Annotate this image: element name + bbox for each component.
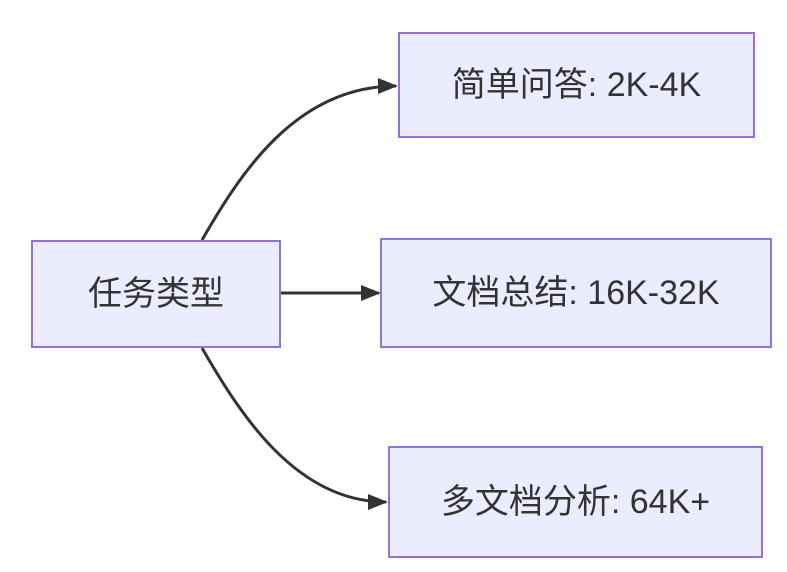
- node-doc-summary: 文档总结: 16K-32K: [380, 238, 772, 348]
- node-simple-qa-label: 简单问答: 2K-4K: [451, 65, 702, 104]
- node-task-type: 任务类型: [31, 240, 281, 348]
- edge-task-type-to-multi-doc: [200, 347, 388, 510]
- node-simple-qa: 简单问答: 2K-4K: [398, 32, 755, 138]
- edge-task-type-to-simple-qa: [200, 78, 398, 241]
- node-task-type-label: 任务类型: [88, 274, 224, 313]
- node-multi-doc-label: 多文档分析: 64K+: [440, 482, 711, 521]
- node-multi-doc: 多文档分析: 64K+: [388, 446, 763, 558]
- node-doc-summary-label: 文档总结: 16K-32K: [432, 273, 720, 312]
